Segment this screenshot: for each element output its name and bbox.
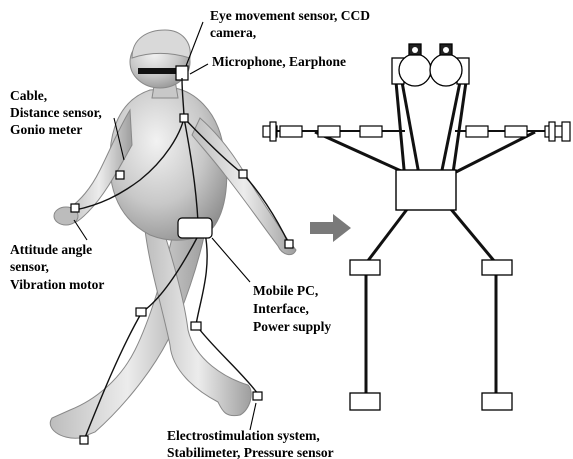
label-mobile-line3: Power supply (253, 319, 331, 334)
schematic-pc-box (396, 170, 456, 210)
schematic-left-knee (350, 260, 380, 275)
schematic-left-forearm (280, 126, 302, 137)
schematic-left-foot (350, 393, 380, 410)
schematic-eye-right (430, 54, 462, 86)
label-mobile-line1: Mobile PC, (253, 283, 318, 298)
label-cable-line1: Cable, (10, 88, 47, 103)
schematic-right-upperarm (466, 126, 488, 137)
label-attitude-line2: sensor, (10, 259, 49, 274)
sensor-back-knee (136, 308, 146, 316)
schematic-right-elbow (505, 126, 527, 137)
label-attitude-line3: Vibration motor (10, 277, 104, 292)
sensor-front-elbow (239, 170, 247, 178)
label-eye-line2: camera, (210, 25, 256, 40)
schematic (263, 44, 570, 410)
sensor-front-ankle (253, 392, 262, 400)
sensor-wrist (71, 204, 79, 212)
mobile-pc-box (178, 218, 212, 238)
transform-arrow (310, 214, 351, 242)
eye-sensor-bar (138, 68, 176, 74)
label-electro-line2: Stabilimeter, Pressure sensor (167, 445, 334, 459)
human-figure (50, 30, 296, 438)
label-cable-line3: Gonio meter (10, 122, 82, 137)
sensor-shoulder (180, 114, 188, 122)
schematic-left-elbow (318, 126, 340, 137)
microphone-box (176, 66, 188, 80)
label-microphone: Microphone, Earphone (212, 54, 346, 69)
schematic-eye-left (399, 54, 431, 86)
sensor-front-knee (191, 322, 201, 330)
label-attitude-line1: Attitude angle (10, 242, 92, 257)
sensor-back-ankle (80, 436, 88, 444)
sensor-elbow (116, 171, 124, 179)
schematic-right-foot (482, 393, 512, 410)
label-cable-line2: Distance sensor, (10, 105, 102, 120)
schematic-right-hand (562, 122, 570, 141)
schematic-right-knee (482, 260, 512, 275)
label-eye-line1: Eye movement sensor, CCD (210, 8, 370, 23)
sensor-front-wrist (285, 240, 293, 248)
schematic-legs (350, 260, 512, 410)
cap (132, 30, 190, 58)
schematic-head (392, 44, 469, 86)
schematic-left-upperarm (360, 126, 382, 137)
torso (110, 88, 227, 240)
label-electro-line1: Electrostimulation system, (167, 428, 320, 443)
label-mobile-line2: Interface, (253, 301, 309, 316)
